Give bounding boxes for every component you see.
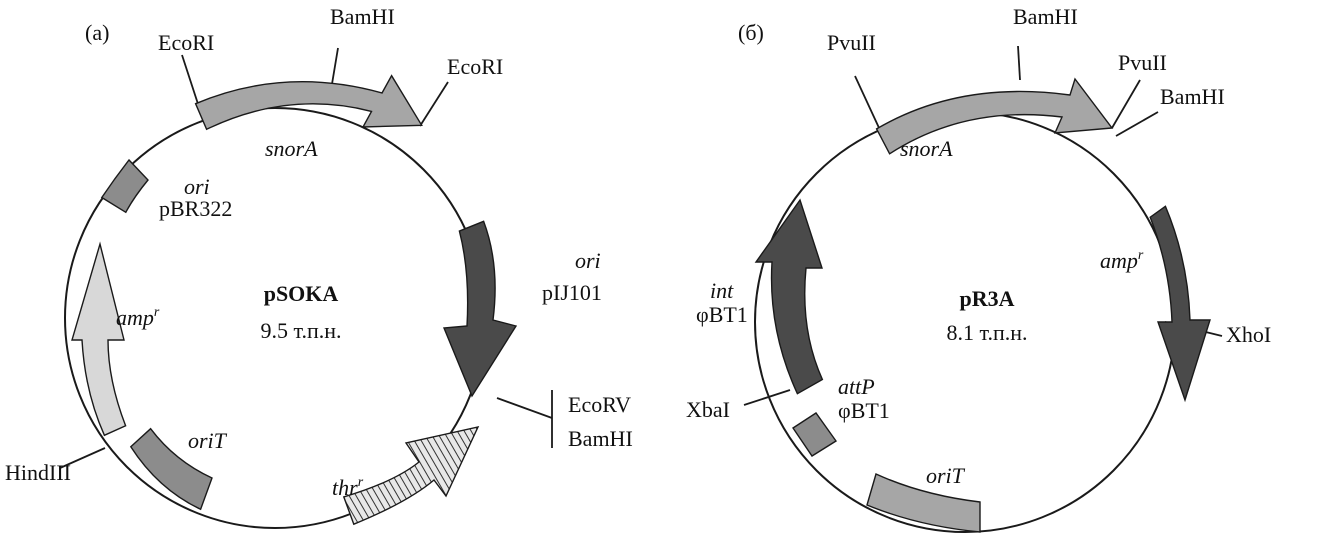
ori-pij101-label-italic: ori	[575, 248, 601, 273]
thr-label: thrr	[332, 475, 364, 500]
site-line-xbai	[743, 389, 791, 406]
site-line-ecorv	[496, 397, 553, 419]
int-arrow	[754, 198, 824, 395]
amp-label-b-sup: r	[1138, 248, 1144, 263]
amp-label-a-sup: r	[154, 305, 160, 320]
snora-arrow-a	[194, 74, 423, 131]
site-label-ecori-right: EcoRI	[447, 54, 503, 79]
site-label-xbai: XbaI	[686, 397, 730, 422]
orit-box-b	[866, 473, 981, 533]
site-line-ecori-left	[181, 54, 199, 105]
thr-label-sup: r	[358, 475, 364, 490]
site-label-ecorv: EcoRV	[568, 392, 631, 417]
snora-arrow-b	[875, 77, 1114, 155]
thr-label-base: thr	[332, 475, 358, 500]
panel-b: (б) snorA ampr int φBT1 attP φBT1 oriT P…	[686, 4, 1271, 533]
plasmid-size-b: 8.1 т.п.н.	[946, 320, 1027, 345]
thr-arrow	[342, 426, 480, 526]
orit-box-a	[129, 427, 213, 511]
snora-label-b: snorA	[900, 136, 953, 161]
ori-pij101-label-name: pIJ101	[542, 280, 602, 305]
site-label-pvuii-left: PvuII	[827, 30, 876, 55]
site-line-hindiii	[59, 447, 106, 469]
amp-arrow-b	[1149, 205, 1211, 403]
orit-label-a: oriT	[188, 428, 228, 453]
amp-label-b: ampr	[1100, 248, 1144, 273]
site-label-pvuii-right: PvuII	[1118, 50, 1167, 75]
site-line-bamhi-top-b	[1017, 45, 1021, 81]
site-line-pvuii-left	[854, 75, 881, 131]
site-label-bamhi-top-b: BamHI	[1013, 4, 1078, 29]
panel-a: (a) snorA ori pBR322 ori pIJ101 ampr ori…	[5, 4, 633, 529]
amp-arrow-a	[71, 241, 127, 437]
int-label-italic: int	[710, 278, 734, 303]
ori-pbr322-label-italic: ori	[184, 174, 210, 199]
panel-a-tag: (a)	[85, 20, 109, 45]
panel-b-tag: (б)	[738, 20, 764, 45]
attp-label-name: φBT1	[838, 398, 890, 423]
site-label-bamhi-bottom: BamHI	[568, 426, 633, 451]
orit-label-b: oriT	[926, 463, 966, 488]
amp-label-a-base: amp	[116, 305, 154, 330]
ori-pbr322-box	[100, 158, 149, 214]
ori-pbr322-label-name: pBR322	[159, 196, 232, 221]
plasmid-name-a: pSOKA	[264, 281, 339, 306]
site-label-ecori-left: EcoRI	[158, 30, 214, 55]
site-label-bamhi-right: BamHI	[1160, 84, 1225, 109]
site-line-pvuii-right	[1111, 79, 1141, 129]
site-label-bamhi-top: BamHI	[330, 4, 395, 29]
int-label-name: φBT1	[696, 302, 748, 327]
attp-box	[792, 412, 838, 457]
plasmid-size-a: 9.5 т.п.н.	[260, 318, 341, 343]
site-line-ecori-right	[419, 81, 449, 127]
site-label-xhoi: XhoI	[1226, 322, 1271, 347]
plasmid-name-b: pR3A	[959, 286, 1014, 311]
amp-label-a: ampr	[116, 305, 160, 330]
ori-pij101-arrow	[442, 220, 518, 398]
site-label-hindiii: HindIII	[5, 460, 71, 485]
amp-label-b-base: amp	[1100, 248, 1138, 273]
site-line-bamhi-right	[1115, 111, 1159, 137]
attp-label-italic: attP	[838, 374, 875, 399]
snora-label-a: snorA	[265, 136, 318, 161]
